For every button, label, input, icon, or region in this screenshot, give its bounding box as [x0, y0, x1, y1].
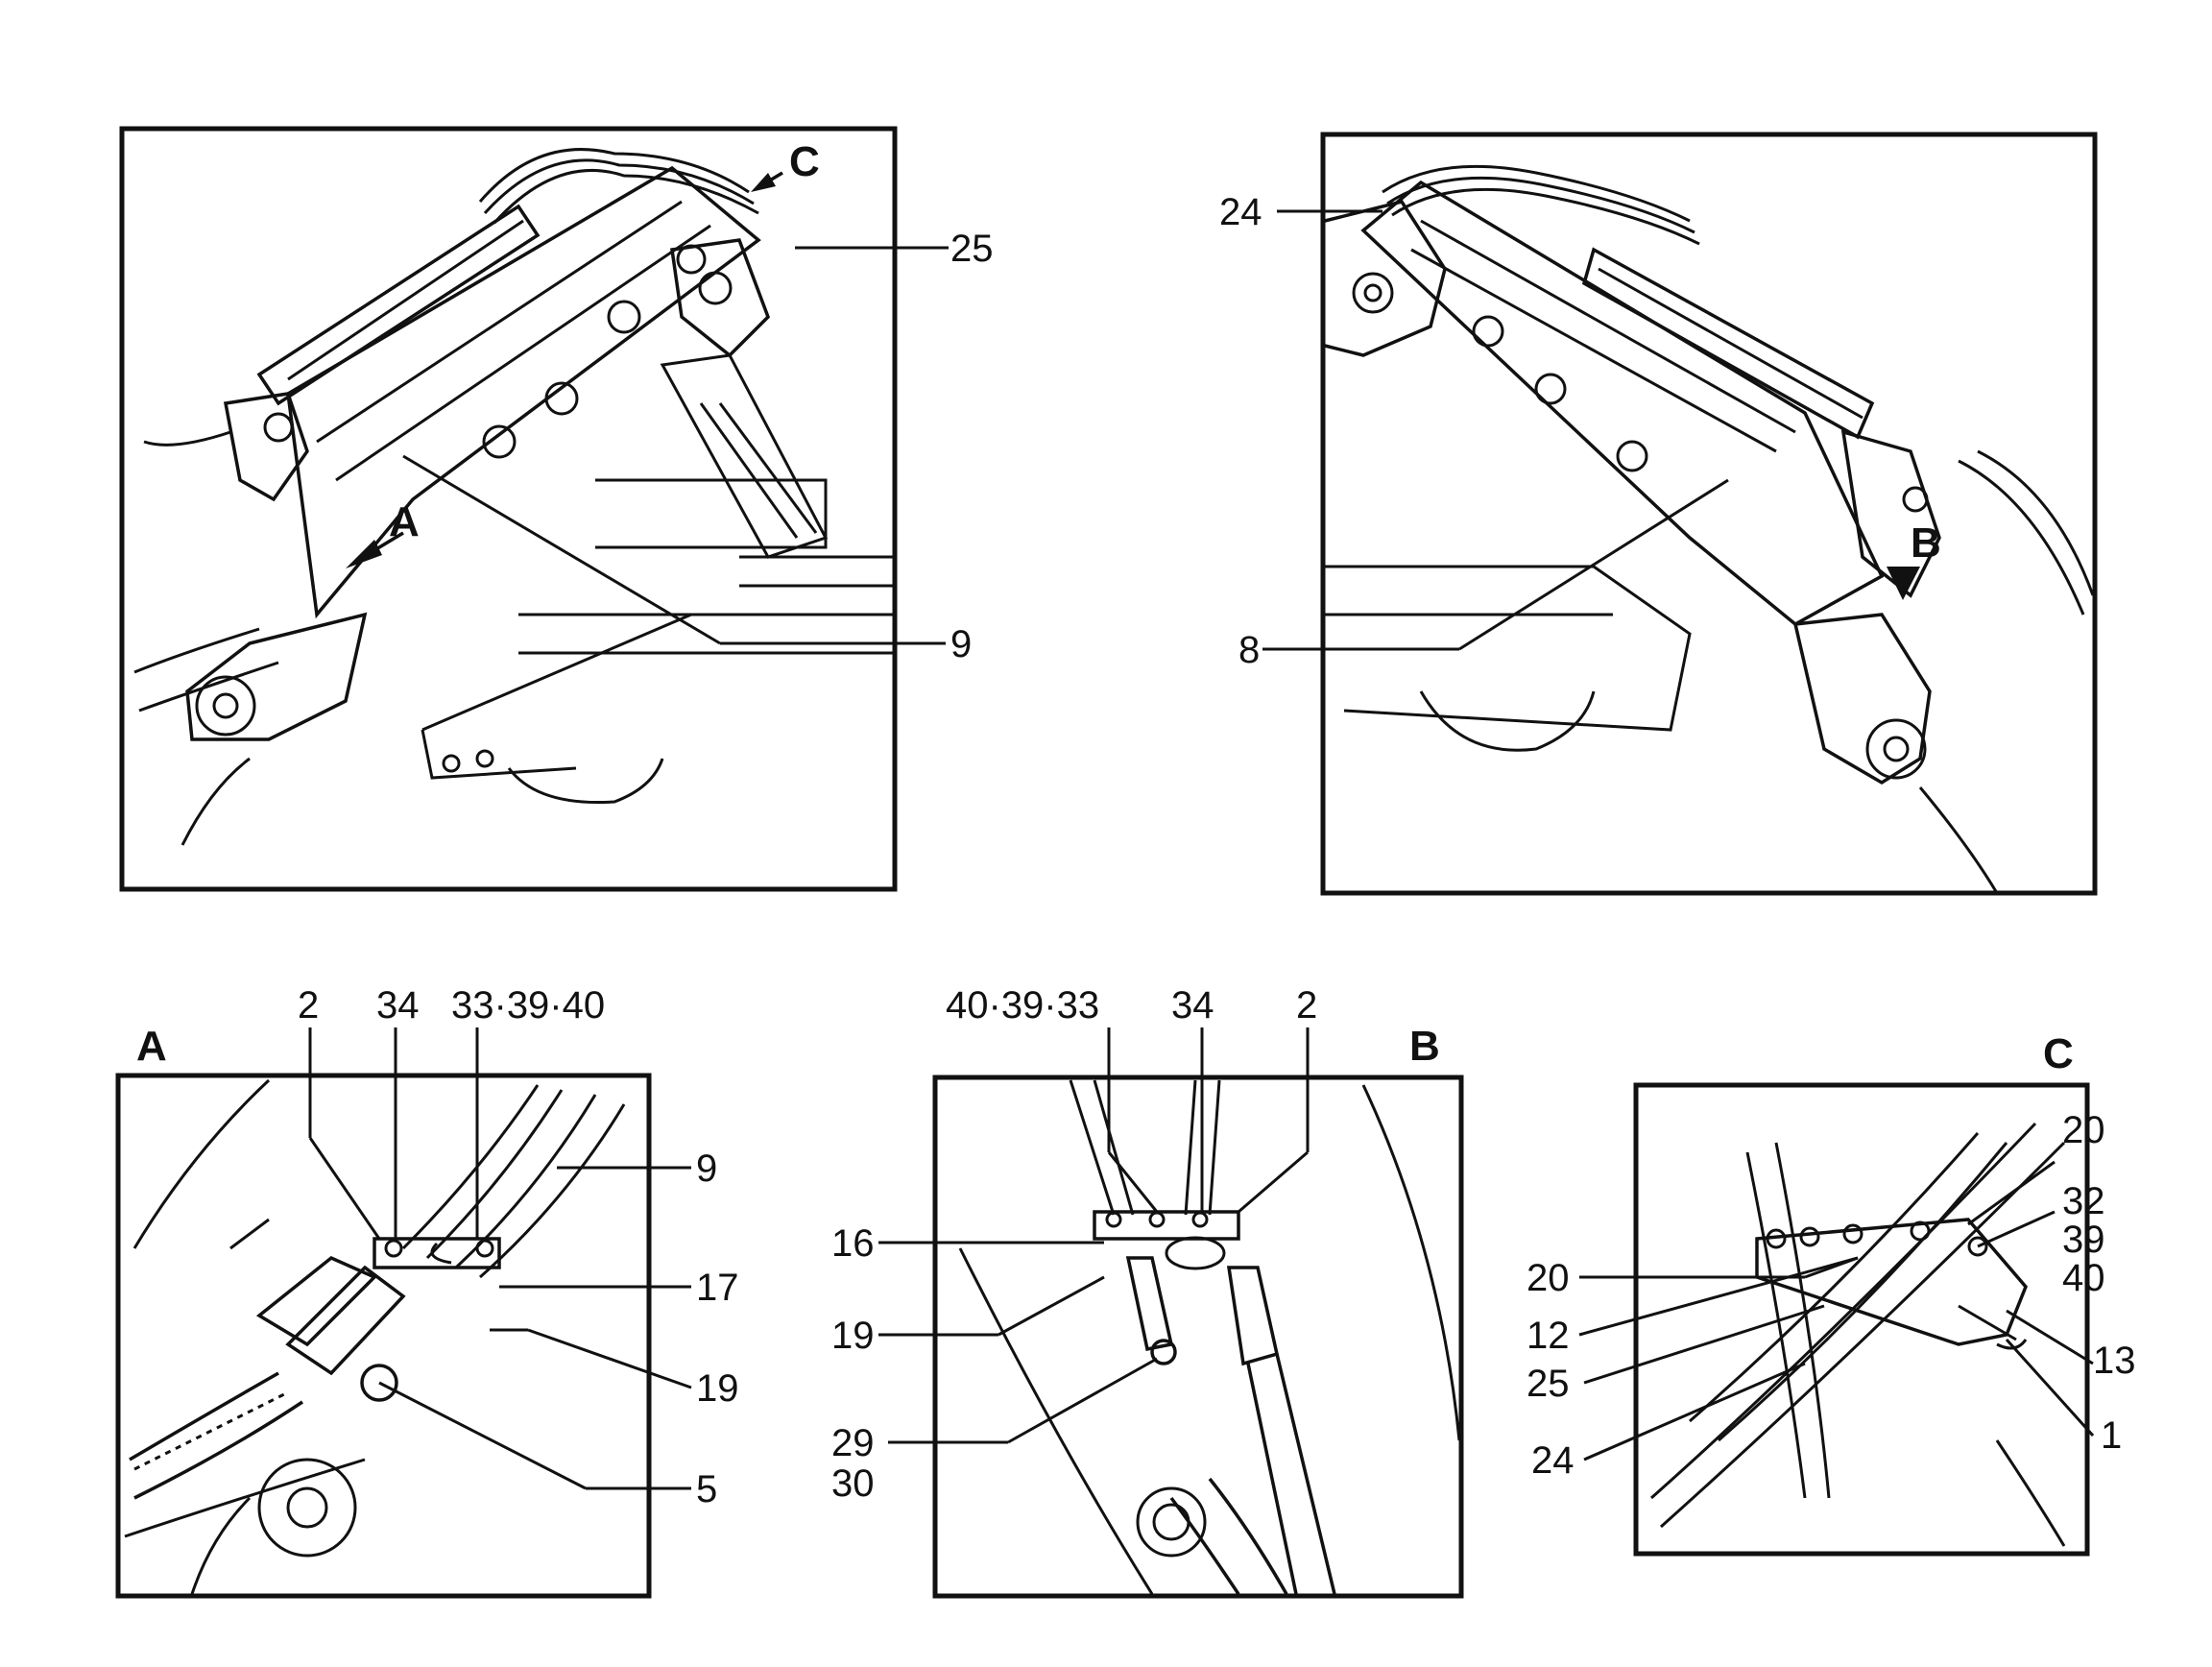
- label-24: 24: [1219, 191, 1262, 233]
- bracket-plate: [1755, 1218, 2029, 1346]
- label-30: 30: [831, 1462, 875, 1505]
- boom-cylinder: [256, 204, 541, 406]
- frame-detail-a: [115, 1073, 652, 1599]
- label-16: 16: [831, 1222, 875, 1265]
- label-40: 40: [2062, 1257, 2105, 1299]
- label-34: 34: [1171, 984, 1214, 1027]
- label-20-left: 20: [1527, 1257, 1570, 1299]
- label-b: B: [1911, 519, 1941, 567]
- label-2: 2: [298, 984, 319, 1027]
- label-34: 34: [376, 984, 420, 1027]
- label-c: C: [789, 138, 820, 185]
- label-9: 9: [950, 623, 972, 665]
- boom-arm: [286, 165, 761, 619]
- arrow-b: [1887, 567, 1920, 600]
- label-40-39-33: 40·39·33: [946, 984, 1099, 1027]
- label-12: 12: [1527, 1315, 1570, 1357]
- title-detail-b: B: [1409, 1023, 1440, 1070]
- label-1: 1: [2101, 1414, 2122, 1457]
- label-9: 9: [696, 1148, 717, 1190]
- label-39: 39: [2062, 1219, 2105, 1261]
- view-top-right: 24 8 B: [1219, 132, 2098, 896]
- label-33-39-40: 33·39·40: [451, 984, 605, 1027]
- label-29: 29: [831, 1422, 875, 1464]
- view-detail-b: B 40·39·33 34 2 16 19 29: [831, 984, 1464, 1599]
- label-a: A: [389, 498, 420, 545]
- label-5: 5: [696, 1468, 717, 1510]
- label-19: 19: [696, 1367, 739, 1410]
- frame-detail-b: [932, 1075, 1464, 1599]
- label-32: 32: [2062, 1180, 2105, 1222]
- view-top-left: C A 25 9: [119, 126, 994, 892]
- label-8: 8: [1238, 629, 1260, 671]
- view-detail-a: A 2 34 33·39·40 9 17: [115, 984, 739, 1599]
- clamp-block: [373, 1237, 501, 1269]
- label-20: 20: [2062, 1109, 2105, 1151]
- frame-top-right: [1320, 132, 2098, 896]
- boom-arm: [1360, 180, 1885, 627]
- label-2: 2: [1296, 984, 1317, 1027]
- label-25: 25: [950, 228, 994, 270]
- title-detail-c: C: [2043, 1030, 2074, 1077]
- label-24: 24: [1531, 1439, 1575, 1482]
- title-detail-a: A: [136, 1023, 167, 1070]
- view-detail-c: C 20 32 39 40 20 12 25 24 13 1: [1527, 1030, 2136, 1557]
- label-17: 17: [696, 1267, 739, 1309]
- frame-top-left: [119, 126, 898, 892]
- clamp-block: [1093, 1210, 1240, 1241]
- label-25: 25: [1527, 1363, 1570, 1405]
- label-19: 19: [831, 1315, 875, 1357]
- label-13: 13: [2093, 1340, 2136, 1382]
